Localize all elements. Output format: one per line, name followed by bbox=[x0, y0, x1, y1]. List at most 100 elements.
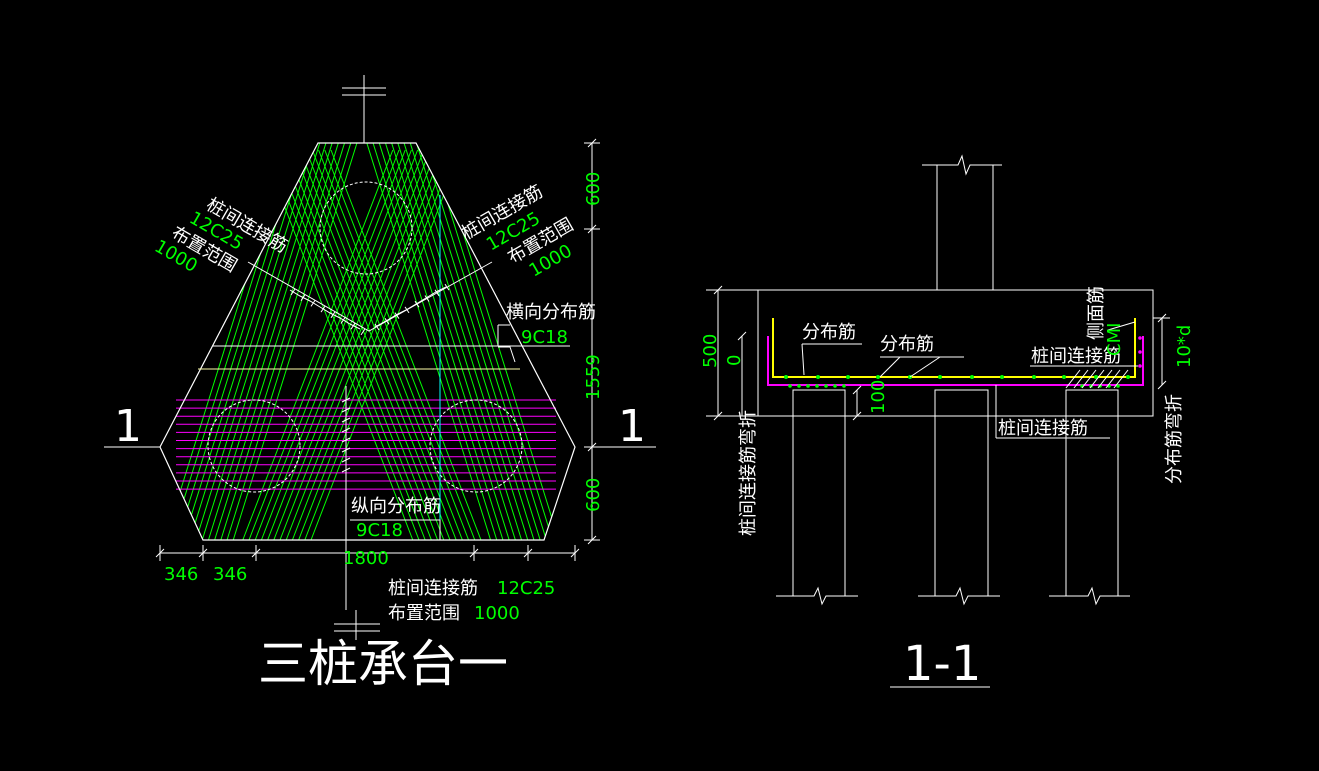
range-tick bbox=[350, 322, 356, 330]
side-bar-dot bbox=[1138, 364, 1142, 368]
hatch-line bbox=[248, 149, 400, 540]
rebar-dot bbox=[846, 375, 850, 379]
dim-bottom-b: 346 bbox=[213, 564, 247, 585]
side-bar-dot bbox=[1138, 350, 1142, 354]
hatch-line bbox=[310, 149, 462, 540]
longitudinal-dist-spec: 9C18 bbox=[356, 520, 403, 541]
dim-bottom-total: 1800 bbox=[343, 548, 389, 569]
hatch-line bbox=[254, 149, 406, 540]
hatch-line bbox=[195, 143, 331, 540]
bottom-dimension-line bbox=[155, 545, 580, 561]
hatch-line bbox=[268, 149, 420, 540]
range-tick bbox=[434, 289, 440, 297]
hatch-line bbox=[201, 143, 337, 540]
tie-range-leader bbox=[247, 261, 493, 332]
hatch-line bbox=[324, 149, 476, 540]
section-title: 1-1 bbox=[903, 636, 981, 692]
section-dist-bar-1: 分布筋 bbox=[802, 322, 856, 343]
hatch-line bbox=[311, 149, 463, 540]
cap-section bbox=[757, 289, 1154, 417]
rebar-dot bbox=[1116, 384, 1120, 388]
longitudinal-dist-name: 纵向分布筋 bbox=[351, 496, 441, 517]
dist-bar-section bbox=[772, 318, 1136, 378]
hatch-line bbox=[274, 149, 426, 540]
hatch-line bbox=[273, 149, 425, 540]
range-tick bbox=[340, 317, 346, 324]
pile-circles bbox=[207, 181, 523, 493]
section-side-bar-spec: CMI bbox=[1104, 323, 1125, 356]
section-left-dim bbox=[706, 285, 758, 421]
plan-view: 1 1 600 1559 600 bbox=[104, 75, 656, 693]
section-embed-dim bbox=[852, 385, 862, 421]
hatch-line bbox=[279, 149, 431, 540]
pile-top bbox=[319, 181, 413, 275]
dim-right-bottom: 600 bbox=[583, 478, 604, 512]
transverse-dist-spec: 9C18 bbox=[521, 327, 568, 348]
section-dim-height: 500 bbox=[700, 334, 721, 368]
hatch-line bbox=[260, 149, 412, 540]
rebar-dot bbox=[1094, 375, 1098, 379]
range-tick bbox=[424, 295, 430, 302]
hatch-line bbox=[262, 149, 414, 540]
section-dim-zero: 0 bbox=[724, 355, 745, 366]
hatch-line bbox=[298, 149, 450, 540]
range-tick bbox=[290, 288, 296, 296]
rebar-dot bbox=[1062, 375, 1066, 379]
section-tie-bar-bend: 桩间连接筋弯折 bbox=[738, 410, 759, 536]
hatch-line bbox=[183, 143, 319, 540]
range-tick bbox=[320, 305, 326, 313]
range-tick bbox=[330, 311, 336, 319]
hatch-line bbox=[291, 149, 443, 540]
transverse-dist-lines bbox=[198, 345, 520, 370]
hatch-line bbox=[280, 149, 432, 540]
range-tick bbox=[360, 328, 366, 336]
piles-below bbox=[776, 389, 1130, 606]
section-view: 500 0 100 10*d 分布筋 分布筋 桩间连接筋 桩间连接筋 侧面筋 C… bbox=[700, 154, 1195, 692]
bottom-tie-bar-section bbox=[767, 336, 1144, 386]
rebar-dot bbox=[876, 375, 880, 379]
hatch-line bbox=[242, 149, 394, 540]
column-break-mark bbox=[342, 75, 386, 143]
section-mark-left: 1 bbox=[114, 401, 142, 452]
transverse-dist-name: 横向分布筋 bbox=[506, 302, 596, 323]
right-tie-annotation: 桩间连接筋 12C25 布置范围 1000 bbox=[458, 181, 577, 281]
hatch-line bbox=[226, 143, 362, 540]
range-tick bbox=[300, 294, 306, 301]
bottom-tie-annotation: 桩间连接筋 12C25 布置范围 1000 bbox=[388, 578, 555, 624]
dim-right-mid: 1559 bbox=[583, 354, 604, 400]
side-bar-dot bbox=[1138, 336, 1142, 340]
section-tie-bar-bottom: 桩间连接筋 bbox=[998, 418, 1088, 439]
dim-bottom-a: 346 bbox=[164, 564, 198, 585]
section-bend-length: 10*d bbox=[1174, 325, 1195, 368]
left-tie-annotation: 桩间连接筋 12C25 布置范围 1000 bbox=[151, 194, 291, 277]
range-tick bbox=[374, 323, 380, 331]
column-above bbox=[922, 154, 1002, 290]
rebar-dot bbox=[806, 384, 810, 388]
section-dist-bar-2: 分布筋 bbox=[880, 334, 934, 355]
pile-left bbox=[207, 399, 301, 493]
hatch-line bbox=[293, 149, 445, 540]
pile-right bbox=[429, 399, 523, 493]
plan-title: 三桩承台一 bbox=[258, 635, 508, 693]
rebar-dot bbox=[1126, 375, 1130, 379]
hatch-line bbox=[330, 149, 482, 540]
rebar-dot bbox=[797, 384, 801, 388]
center-axis bbox=[334, 386, 380, 640]
rebar-dot bbox=[842, 384, 846, 388]
section-dist-bar-bend: 分布筋弯折 bbox=[1164, 394, 1185, 484]
bottom-range-name: 布置范围 bbox=[388, 603, 460, 624]
annotation-leaders bbox=[350, 324, 570, 540]
hatch-line bbox=[285, 149, 437, 540]
range-tick bbox=[414, 300, 420, 308]
hatch-line bbox=[318, 149, 470, 540]
hatch-line bbox=[207, 143, 343, 540]
range-tick bbox=[404, 306, 410, 314]
bottom-tie-bars bbox=[176, 399, 556, 490]
hatch-line bbox=[176, 143, 312, 540]
rebar-dot bbox=[824, 384, 828, 388]
hatch-line bbox=[267, 149, 419, 540]
section-leaders bbox=[801, 321, 1138, 439]
range-tick bbox=[310, 300, 316, 307]
hatch-line bbox=[305, 149, 457, 540]
